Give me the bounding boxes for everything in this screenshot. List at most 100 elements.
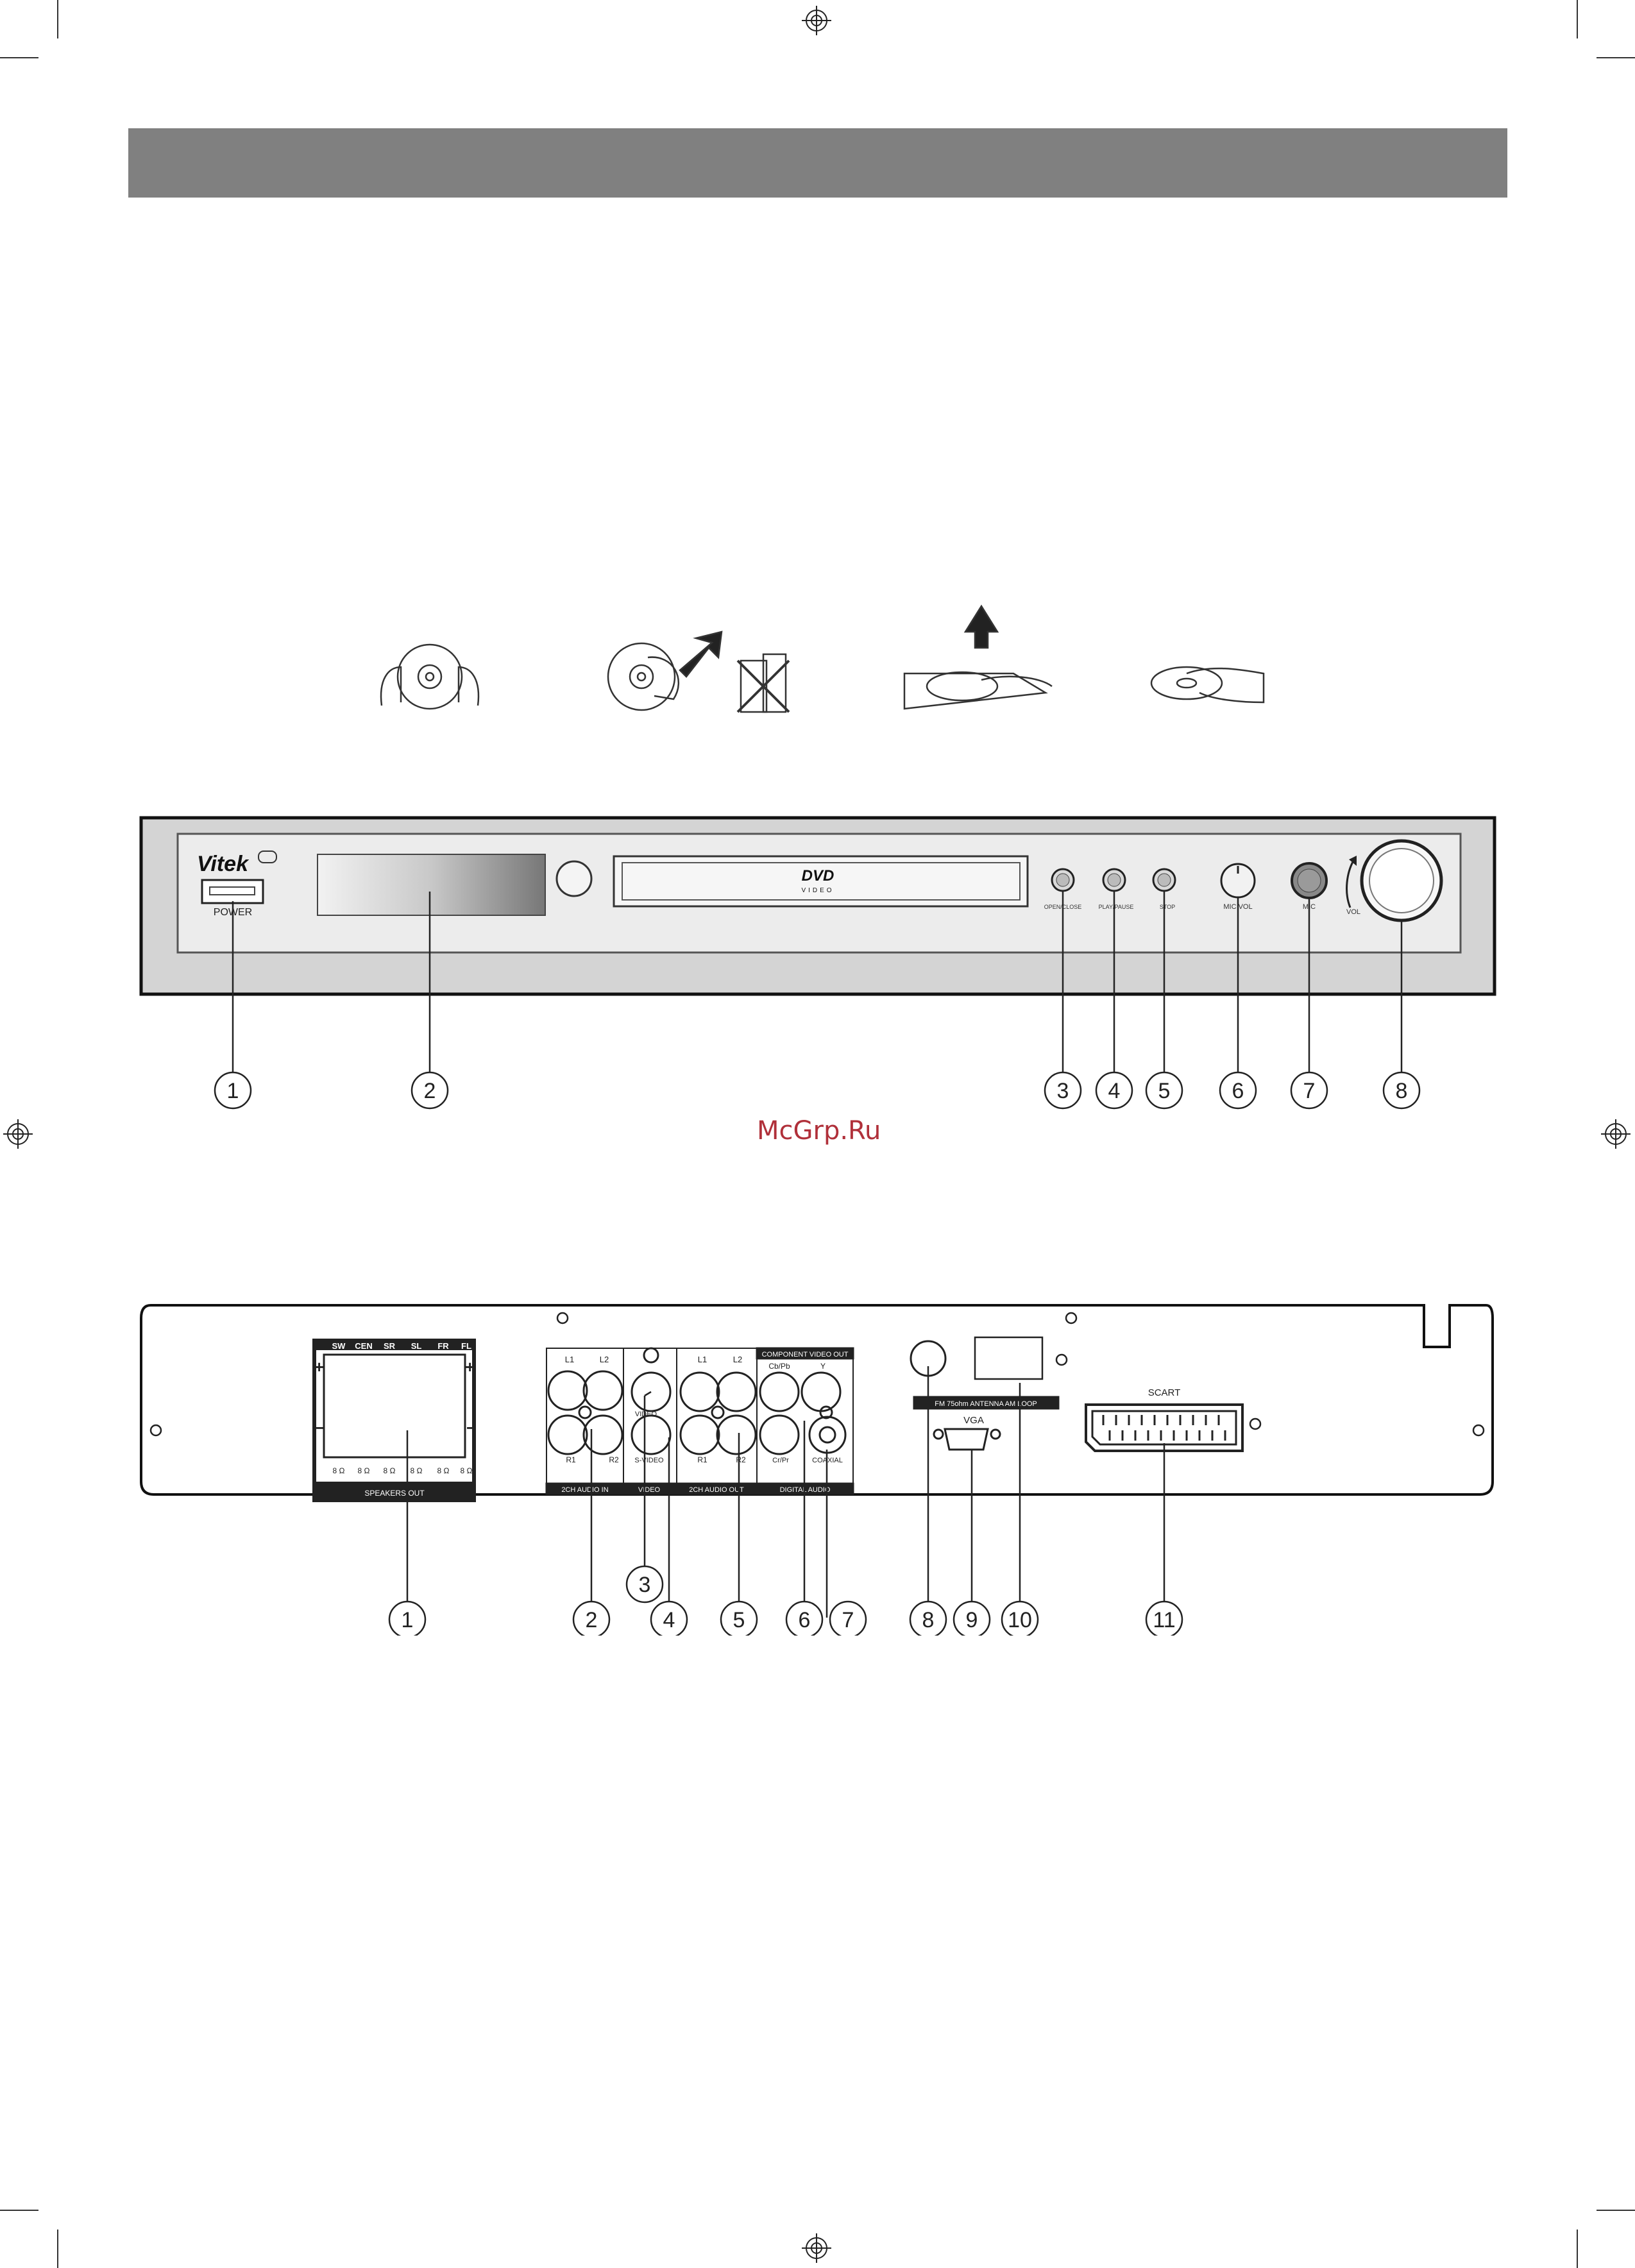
registration-mark-left (3, 1119, 33, 1149)
svg-text:VGA: VGA (963, 1415, 984, 1426)
svg-text:FL: FL (461, 1341, 471, 1351)
svg-text:8 Ω: 8 Ω (437, 1466, 450, 1475)
disc-hold-icon (380, 643, 480, 710)
disc-remove-icon (903, 604, 1053, 710)
svg-text:6: 6 (799, 1608, 811, 1632)
svg-text:FR: FR (437, 1341, 449, 1351)
svg-text:8 Ω: 8 Ω (333, 1466, 345, 1475)
callout-3: 3 (1044, 1071, 1082, 1110)
rear-callout-7: 7 (829, 1600, 867, 1636)
svg-text:4: 4 (663, 1608, 675, 1632)
svg-text:CEN: CEN (355, 1341, 372, 1351)
master-volume-knob[interactable] (1360, 839, 1443, 922)
svg-text:8 Ω: 8 Ω (411, 1466, 423, 1475)
registration-mark-right (1601, 1119, 1631, 1149)
disc-insert-icon (1150, 666, 1265, 704)
registration-mark-top (802, 6, 831, 35)
svg-text:11: 11 (1153, 1608, 1175, 1632)
svg-text:SL: SL (411, 1341, 422, 1351)
mounting-holes (149, 1312, 1485, 1437)
disc-wipe-icon (607, 630, 723, 711)
callout-2: 2 (411, 1071, 449, 1110)
callout-1: 1 (214, 1071, 252, 1110)
svg-text:−: − (466, 1418, 476, 1437)
mic-volume-knob[interactable] (1220, 863, 1256, 899)
section-header-bar (128, 128, 1507, 198)
rear-panel-chassis (140, 1304, 1494, 1496)
svg-text:5: 5 (733, 1608, 745, 1632)
svg-text:10: 10 (1008, 1608, 1032, 1632)
svg-text:2CH AUDIO OUT: 2CH AUDIO OUT (689, 1486, 744, 1494)
disc-handling-illustrations (380, 604, 1265, 713)
svg-text:+: + (314, 1357, 324, 1376)
vol-label: VOL (1346, 908, 1360, 916)
svg-text:SCART: SCART (1148, 1387, 1181, 1398)
disc-tray[interactable] (613, 855, 1029, 908)
callout-7: 7 (1290, 1071, 1328, 1110)
svg-text:L1: L1 (698, 1355, 707, 1364)
callout-4: 4 (1095, 1071, 1133, 1110)
svg-text:8: 8 (922, 1608, 935, 1632)
power-button[interactable] (201, 879, 264, 904)
open-close-button[interactable] (1051, 868, 1075, 892)
vol-arrow-icon (1346, 860, 1355, 908)
dvd-logo-sub: VIDEO (801, 887, 834, 894)
vga-port[interactable] (933, 1428, 1001, 1451)
svg-text:L2: L2 (600, 1355, 609, 1364)
rear-callout-11: 11 (1145, 1600, 1183, 1636)
svg-text:7: 7 (1303, 1079, 1316, 1103)
front-panel-diagram: Vitek POWER DVD VIDEO OPEN/CLOSE PLAY/PA… (139, 816, 1496, 1110)
svg-text:6: 6 (1232, 1079, 1244, 1103)
svg-text:COMPONENT VIDEO OUT: COMPONENT VIDEO OUT (762, 1351, 849, 1358)
svg-text:−: − (316, 1418, 325, 1437)
ir-sensor (555, 860, 593, 897)
svg-text:SW: SW (332, 1341, 346, 1351)
svg-text:R2: R2 (609, 1455, 619, 1464)
svg-text:3: 3 (639, 1573, 651, 1597)
rear-callout-2: 2 (572, 1600, 611, 1636)
svg-text:5: 5 (1158, 1079, 1171, 1103)
svg-text:7: 7 (842, 1608, 854, 1632)
rear-callout-4: 4 (650, 1600, 688, 1636)
rear-callout-8: 8 (909, 1600, 947, 1636)
watermark: McGrp.Ru (757, 1116, 881, 1146)
rear-callout-5: 5 (720, 1600, 758, 1636)
stop-label: STOP (1160, 904, 1175, 910)
svg-text:R2: R2 (736, 1455, 746, 1464)
svg-text:1: 1 (227, 1079, 239, 1103)
svg-text:2: 2 (424, 1079, 436, 1103)
scart-port[interactable] (1085, 1403, 1244, 1452)
svg-text:2CH AUDIO IN: 2CH AUDIO IN (561, 1486, 608, 1494)
svg-text:VIDEO: VIDEO (638, 1486, 661, 1494)
svg-text:1: 1 (402, 1608, 414, 1632)
callout-5: 5 (1145, 1071, 1183, 1110)
rear-panel-diagram: SW CEN SR SL FR FL 8 Ω 8 Ω 8 Ω 8 Ω 8 Ω 8… (140, 1304, 1494, 1636)
svg-text:SPEAKERS OUT: SPEAKERS OUT (364, 1489, 425, 1498)
svg-text:8 Ω: 8 Ω (461, 1466, 473, 1475)
svg-text:R1: R1 (566, 1455, 576, 1464)
svg-text:L1: L1 (565, 1355, 574, 1364)
dvd-logo: DVD (802, 867, 834, 884)
standby-indicator (258, 851, 277, 863)
svg-text:8 Ω: 8 Ω (358, 1466, 370, 1475)
display-window (317, 854, 546, 916)
svg-text:FM 75ohm ANTENNA AM LOOP: FM 75ohm ANTENNA AM LOOP (935, 1400, 1037, 1408)
svg-text:9: 9 (966, 1608, 978, 1632)
svg-text:Cr/Pr: Cr/Pr (772, 1457, 789, 1464)
callout-8: 8 (1382, 1071, 1421, 1110)
play-pause-button[interactable] (1102, 868, 1126, 892)
svg-text:2: 2 (586, 1608, 598, 1632)
brand-logo: Vitek (197, 852, 250, 876)
svg-text:VIDEO: VIDEO (635, 1410, 657, 1418)
svg-text:8 Ω: 8 Ω (384, 1466, 396, 1475)
svg-text:3: 3 (1057, 1079, 1069, 1103)
rear-callout-1: 1 (388, 1600, 427, 1636)
svg-text:Y: Y (820, 1362, 826, 1371)
mic-jack[interactable] (1291, 862, 1328, 899)
rear-callout-3: 3 (625, 1565, 664, 1604)
svg-text:8: 8 (1396, 1079, 1408, 1103)
rear-callout-9: 9 (953, 1600, 991, 1636)
callout-6: 6 (1219, 1071, 1257, 1110)
stop-button[interactable] (1152, 868, 1176, 892)
